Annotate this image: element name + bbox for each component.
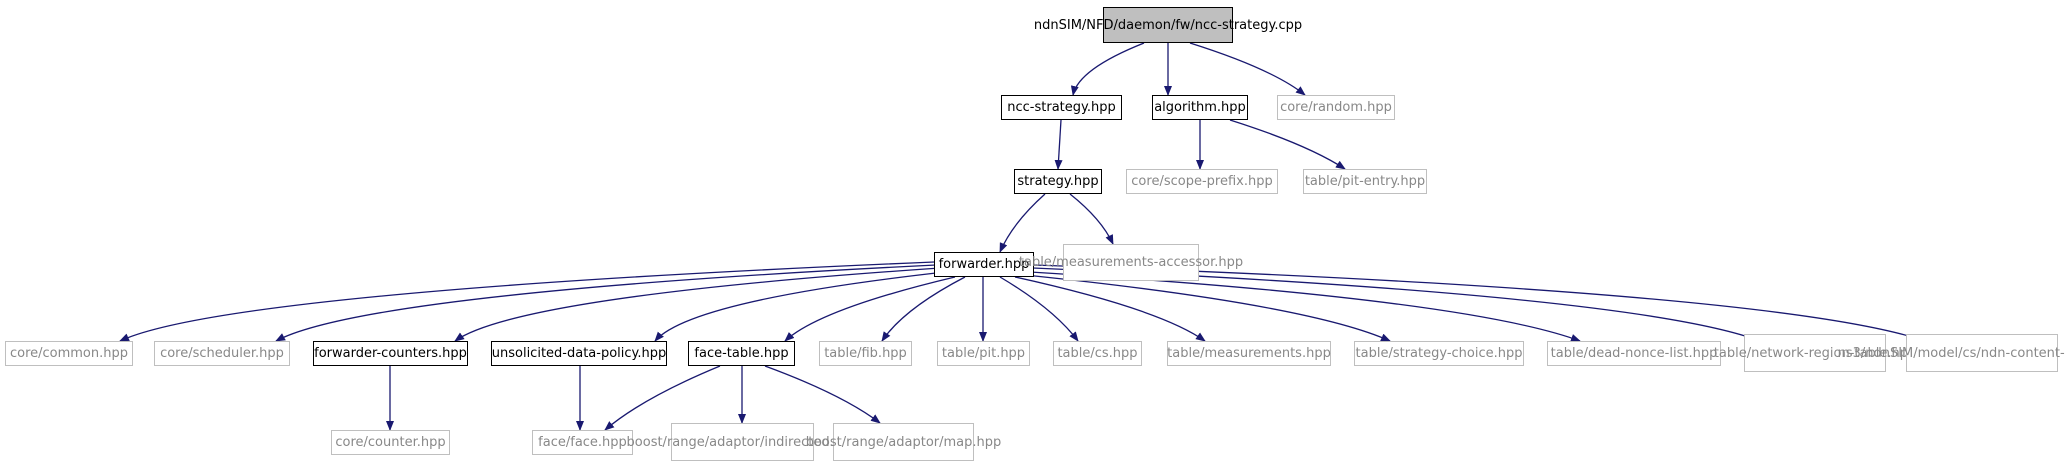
dependency-edges: [119, 42, 1926, 431]
node-ns3-ndn-content-store-hpp: ns3/ndnSIM/model/cs/ndn-content-store.hp…: [1838, 334, 2065, 372]
node-boost-indirected-hpp: boost/range/adaptor/indirected.hpp: [627, 423, 858, 461]
edge-forwarder-hpp-to-face-table-hpp: [784, 276, 956, 342]
edge-algorithm-hpp-to-table-pit-entry-hpp: [1229, 119, 1346, 170]
edge-forwarder-hpp-to-core-scheduler-hpp: [275, 264, 937, 342]
edge-forwarder-hpp-to-table-cs-hpp: [999, 276, 1079, 342]
node-core-common-hpp: core/common.hpp: [5, 341, 133, 366]
node-core-random-hpp: core/random.hpp: [1277, 95, 1395, 120]
edge-face-table-hpp-to-boost-map-hpp: [764, 365, 881, 424]
edge-forwarder-hpp-to-forwarder-counters-hpp: [454, 267, 941, 342]
edge-strategy-hpp-to-forwarder-hpp: [999, 193, 1046, 253]
edge-strategy-hpp-to-table-measurements-accessor-hpp: [1069, 193, 1114, 245]
node-forwarder-counters-hpp[interactable]: forwarder-counters.hpp: [313, 341, 468, 366]
node-algorithm-hpp[interactable]: algorithm.hpp: [1152, 95, 1248, 120]
edge-ncc-strategy-cpp-to-core-random-hpp: [1189, 42, 1306, 96]
edge-forwarder-hpp-to-table-measurements-hpp: [1014, 276, 1206, 342]
node-boost-map-hpp: boost/range/adaptor/map.hpp: [806, 423, 1001, 461]
node-table-measurements-accessor-hpp: table/measurements-accessor.hpp: [1019, 244, 1243, 281]
node-table-measurements-hpp: table/measurements.hpp: [1167, 341, 1331, 366]
node-core-scheduler-hpp: core/scheduler.hpp: [154, 341, 290, 366]
edge-ncc-strategy-hpp-to-strategy-hpp: [1054, 119, 1063, 170]
node-core-counter-hpp: core/counter.hpp: [331, 430, 450, 455]
node-unsolicited-data-policy-hpp[interactable]: unsolicited-data-policy.hpp: [491, 341, 667, 366]
edge-ncc-strategy-cpp-to-ncc-strategy-hpp: [1070, 42, 1145, 96]
edge-forwarder-hpp-to-table-fib-hpp: [881, 276, 966, 342]
node-table-network-region-table-hpp: table/network-region-table.hpp: [1714, 334, 1916, 372]
node-core-scope-prefix-hpp: core/scope-prefix.hpp: [1126, 169, 1278, 194]
edge-forwarder-hpp-to-table-strategy-choice-hpp: [1024, 274, 1391, 342]
node-ncc-strategy-hpp[interactable]: ncc-strategy.hpp: [1001, 95, 1122, 120]
node-strategy-hpp[interactable]: strategy.hpp: [1014, 169, 1102, 194]
node-table-strategy-choice-hpp: table/strategy-choice.hpp: [1354, 341, 1524, 366]
node-face-face-hpp: face/face.hpp: [532, 430, 633, 455]
edge-forwarder-hpp-to-core-common-hpp: [119, 261, 935, 342]
node-table-cs-hpp: table/cs.hpp: [1053, 341, 1142, 366]
node-ncc-strategy-cpp: ndnSIM/NFD/daemon/fw/ncc-strategy.cpp: [1034, 7, 1302, 43]
edge-face-table-hpp-to-face-face-hpp: [604, 365, 721, 431]
node-face-table-hpp[interactable]: face-table.hpp: [688, 341, 795, 366]
node-table-pit-entry-hpp: table/pit-entry.hpp: [1303, 169, 1427, 194]
node-forwarder-hpp[interactable]: forwarder.hpp: [934, 252, 1034, 277]
node-table-pit-hpp: table/pit.hpp: [937, 341, 1030, 366]
edge-forwarder-hpp-to-ns3-ndn-content-store-hpp: [1033, 264, 1926, 342]
node-table-dead-nonce-list-hpp: table/dead-nonce-list.hpp: [1547, 341, 1721, 366]
edge-forwarder-hpp-to-unsolicited-data-policy-hpp: [654, 271, 946, 342]
node-table-fib-hpp: table/fib.hpp: [819, 341, 912, 366]
